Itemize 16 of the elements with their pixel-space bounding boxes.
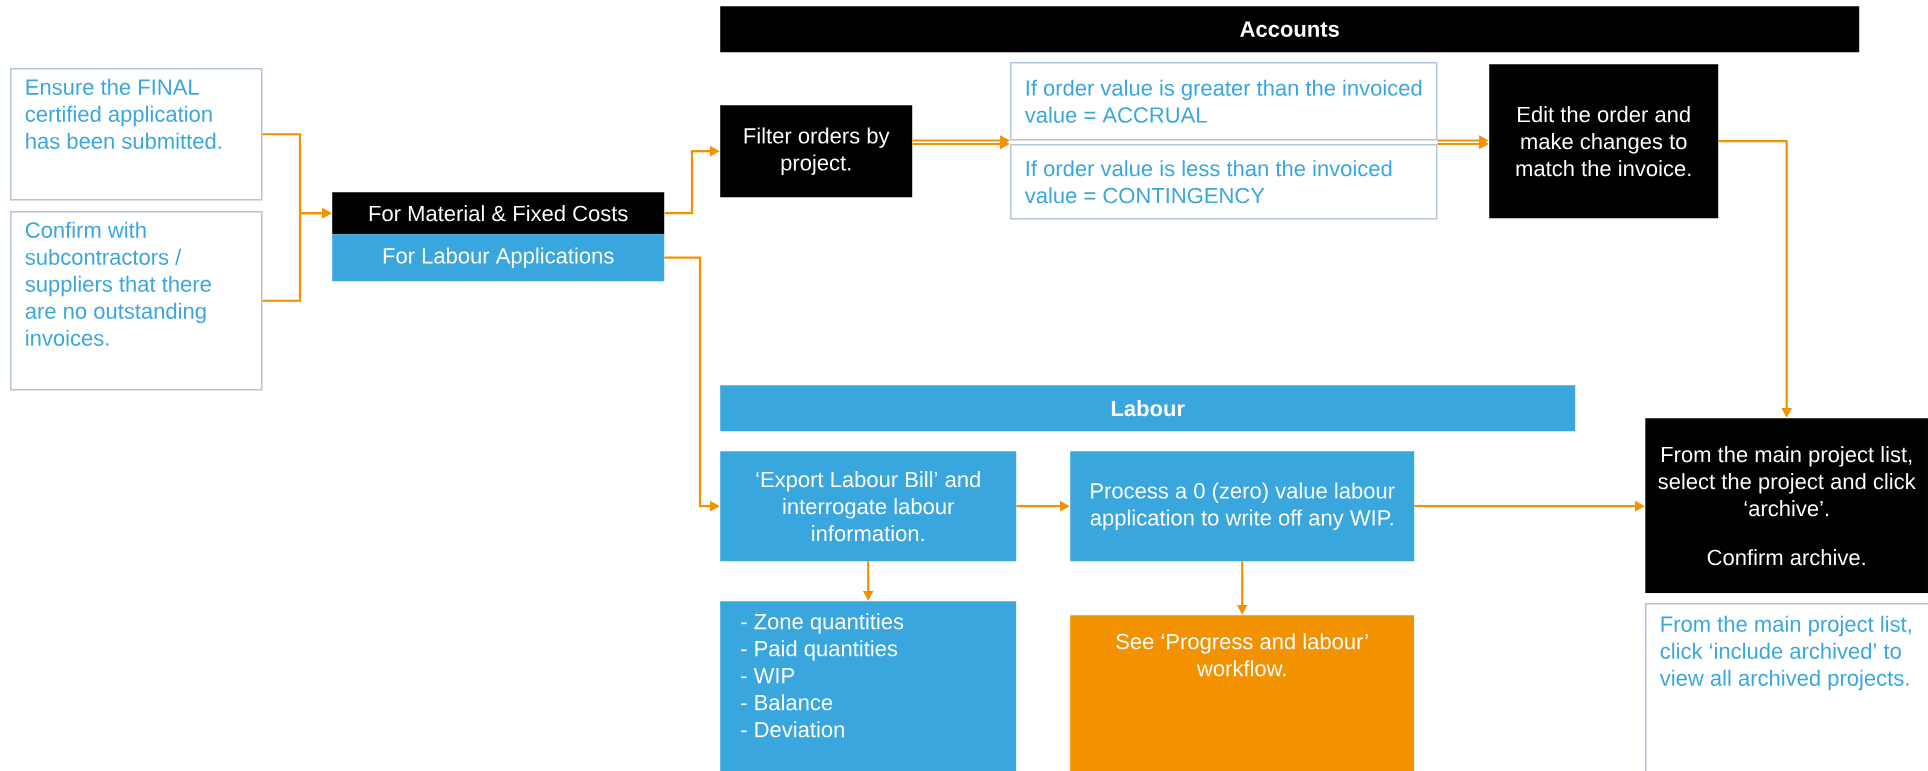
section-header-bar: Labour <box>720 385 1576 432</box>
process-box: Filter orders by project. <box>720 105 913 198</box>
process-box: Process a 0 (zero) value labour application to write off any WIP. <box>1070 451 1415 562</box>
list-box: - Zone quantities - Paid quantities - WIP - Balance - Deviation <box>720 601 1017 771</box>
outline-text-box: From the main project list, click ‘include archived’ to view all archived projects. <box>1645 603 1928 771</box>
process-box: Edit the order and make changes to match the invoice. <box>1489 64 1719 219</box>
outline-text-box: If order value is greater than the invoiced value = ACCRUAL <box>1010 62 1438 141</box>
process-box: ‘Export Labour Bill’ and interrogate labour information. <box>720 451 1017 562</box>
category-tab: For Material & Fixed Costs <box>332 192 665 235</box>
process-box: From the main project list, select the project and click ‘archive’. Confirm archive. <box>1645 418 1928 594</box>
outline-text-box: Confirm with subcontractors / suppliers that there are no outstanding invoices. <box>10 211 263 391</box>
process-box: See ‘Progress and labour’ workflow. <box>1070 615 1415 771</box>
outline-text-box: If order value is less than the invoiced value = CONTINGENCY <box>1010 144 1438 220</box>
outline-text-box: Ensure the FINAL certified application has been submitted. <box>10 68 263 201</box>
section-header-bar: Accounts <box>720 6 1860 53</box>
category-tab: For Labour Applications <box>332 234 665 282</box>
